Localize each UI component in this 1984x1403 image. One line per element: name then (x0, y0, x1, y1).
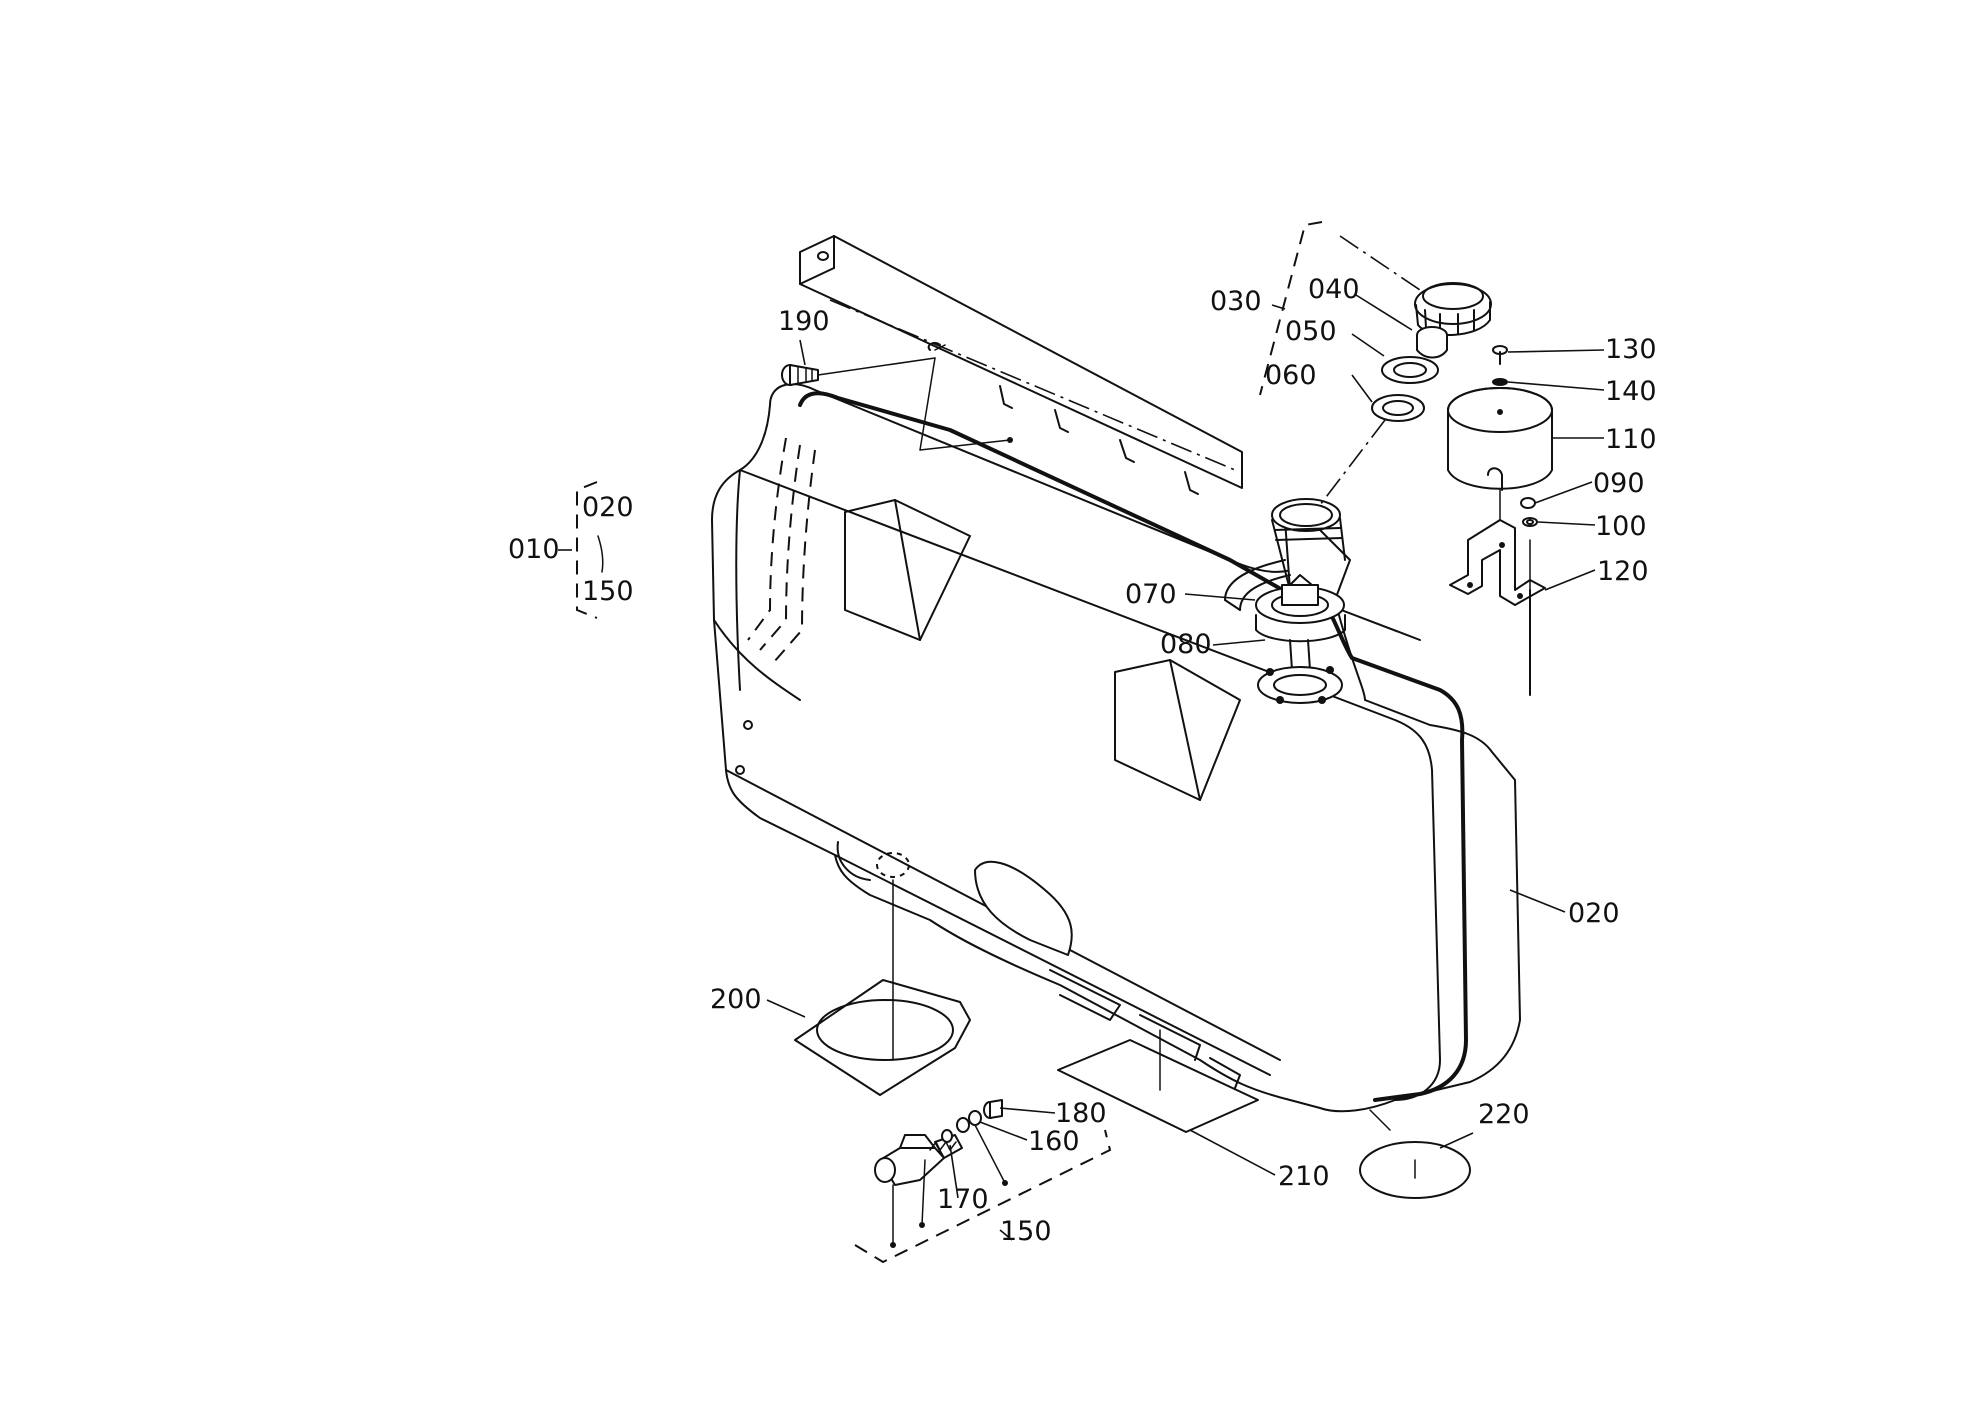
bracket-nut (1520, 497, 1536, 509)
label-030: 030 (1210, 286, 1262, 317)
filter-bracket (1449, 519, 1546, 606)
label-190: 190 (778, 306, 830, 337)
label-220: 220 (1478, 1099, 1530, 1130)
label-060: 060 (1265, 360, 1317, 391)
label-170: 170 (937, 1184, 989, 1215)
part-labels: 010 020 150 030 040 050 060 070 080 090 … (508, 274, 1657, 1247)
label-070: 070 (1125, 579, 1177, 610)
filter-cover (1447, 387, 1553, 491)
label-130: 130 (1605, 334, 1657, 365)
blind-plug (1359, 1109, 1471, 1199)
fuel-gauge-unit (1255, 574, 1346, 704)
cap-strainer (1416, 326, 1448, 359)
mounting-bolt (781, 341, 1013, 451)
label-100: 100 (1595, 511, 1647, 542)
label-160: 160 (1028, 1126, 1080, 1157)
fuel-hose (1224, 559, 1291, 611)
label-210: 210 (1278, 1161, 1330, 1192)
filter-washer (1492, 378, 1508, 386)
label-010: 010 (508, 534, 560, 565)
label-020-range: 020 (582, 492, 634, 523)
neck-seal (1371, 394, 1425, 422)
heat-insulator-plate (1057, 1029, 1259, 1133)
label-110: 110 (1605, 424, 1657, 455)
label-200: 200 (710, 984, 762, 1015)
bracket-washer (1522, 517, 1538, 527)
label-020: 020 (1568, 898, 1620, 929)
fuel-tank-body (711, 383, 1521, 1113)
drain-cover-plate (794, 879, 971, 1096)
label-180: 180 (1055, 1098, 1107, 1129)
group-010-bracket (558, 481, 604, 619)
label-120: 120 (1597, 556, 1649, 587)
mounting-bar (799, 235, 1243, 495)
label-040: 040 (1308, 274, 1360, 305)
leader-lines (766, 294, 1605, 1241)
label-140: 140 (1605, 376, 1657, 407)
cap-gasket (1381, 356, 1439, 384)
filter-screw (1492, 345, 1508, 365)
label-050: 050 (1285, 316, 1337, 347)
label-150: 150 (1000, 1216, 1052, 1247)
label-150-range: 150 (582, 576, 634, 607)
label-080: 080 (1160, 629, 1212, 660)
drain-bolt (983, 1099, 1003, 1119)
label-090: 090 (1593, 468, 1645, 499)
drain-o-ring (941, 1129, 953, 1143)
